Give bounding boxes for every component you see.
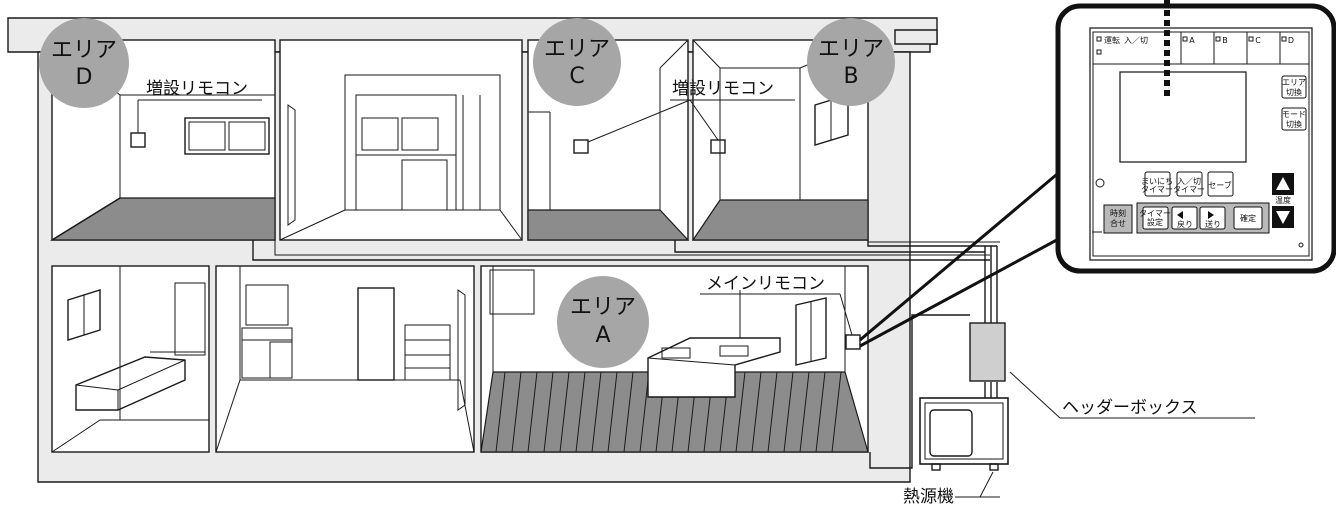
indicator-c: C <box>1255 36 1261 45</box>
lcd-screen <box>1119 71 1247 163</box>
confirm-button[interactable] <box>1233 206 1263 230</box>
temp-down-icon <box>1276 211 1290 224</box>
onoff-timer-button[interactable] <box>1176 171 1203 197</box>
timer-set-label1: タイマー <box>1139 209 1171 218</box>
indicator-run: 運転 <box>1104 36 1120 45</box>
area-d-label1: エリア <box>51 38 117 63</box>
floor-b <box>691 199 869 241</box>
back-arrow-icon <box>1177 211 1183 219</box>
indicator-b: B <box>1222 36 1228 45</box>
area-badge-b: エリア B <box>807 18 895 106</box>
heat-source-label: 熱源機 <box>903 487 954 507</box>
eave <box>894 29 938 45</box>
area-c-label1: エリア <box>544 37 610 62</box>
window-d <box>184 117 270 155</box>
zoom-connector <box>859 168 1067 348</box>
forward-button[interactable] <box>1199 206 1226 230</box>
area-c-label2: C <box>569 64 584 89</box>
floor-c <box>527 209 690 241</box>
area-b-label1: エリア <box>818 37 884 62</box>
clock-set-button[interactable] <box>1103 204 1133 234</box>
sub-remote-label-d: 増設リモコン <box>146 79 248 99</box>
daily-timer-button[interactable] <box>1144 171 1171 197</box>
bathtub <box>75 356 186 411</box>
clock-label2: 合せ <box>1110 218 1126 228</box>
main-remote-unit <box>845 334 861 350</box>
sub-remote-label-cb: 増設リモコン <box>672 79 774 99</box>
area-switch-label1: エリア <box>1282 78 1306 87</box>
confirm-label: 確定 <box>1240 213 1256 223</box>
mode-switch-button[interactable] <box>1281 107 1307 131</box>
onoff-timer-label2: タイマー <box>1173 185 1205 194</box>
daily-timer-label2: タイマー <box>1141 185 1173 194</box>
area-switch-button[interactable] <box>1281 75 1307 99</box>
mode-switch-label1: モード <box>1282 110 1306 119</box>
onoff-timer-label1: 入／切 <box>1177 177 1201 186</box>
status-led <box>1095 178 1105 188</box>
door-kitchen <box>357 287 395 381</box>
sub-remote-c <box>573 139 589 154</box>
clock-label1: 時刻 <box>1110 208 1126 218</box>
room-kitchen <box>215 265 475 453</box>
save-button[interactable] <box>1207 171 1234 197</box>
header-box <box>969 322 1006 382</box>
indicator-a: A <box>1189 36 1195 45</box>
main-remote-label: メインリモコン <box>706 274 825 294</box>
save-label: セーブ <box>1208 180 1232 190</box>
mode-switch-label2: 切換 <box>1286 119 1302 129</box>
room-d <box>49 39 276 241</box>
indicator-onoff: 入／切 <box>1124 36 1148 45</box>
room-a <box>480 265 869 453</box>
forward-arrow-icon <box>1208 211 1214 219</box>
heat-source-unit <box>919 397 1009 471</box>
room-bath <box>51 265 210 453</box>
header-box-label: ヘッダーボックス <box>1062 398 1198 418</box>
area-a-label2: A <box>595 323 610 348</box>
remote-panel-zoom: 運転 入／切 A B C D エリア 切換 モード 切換 まいにち タイマー 入… <box>1055 0 1336 274</box>
area-switch-label2: 切換 <box>1286 87 1302 97</box>
forward-label: 送り <box>1205 219 1221 229</box>
temp-label: 温度 <box>1275 195 1291 205</box>
indicator-d: D <box>1288 36 1294 45</box>
area-badge-a: エリア A <box>557 276 649 368</box>
timer-set-button[interactable] <box>1142 206 1169 230</box>
daily-timer-label1: まいにち <box>1141 177 1173 186</box>
area-d-label2: D <box>76 65 93 90</box>
area-b-label2: B <box>843 64 858 89</box>
area-badge-d: エリア D <box>39 18 129 108</box>
window-a <box>795 297 827 366</box>
back-label: 戻り <box>1177 219 1193 229</box>
room-hall <box>279 39 523 241</box>
area-badge-c: エリア C <box>533 18 621 106</box>
back-button[interactable] <box>1171 206 1198 230</box>
area-a-label1: エリア <box>570 295 636 320</box>
leader-lines <box>137 99 1255 498</box>
temp-up-icon <box>1276 177 1290 190</box>
timer-set-label2: 設定 <box>1147 217 1163 227</box>
